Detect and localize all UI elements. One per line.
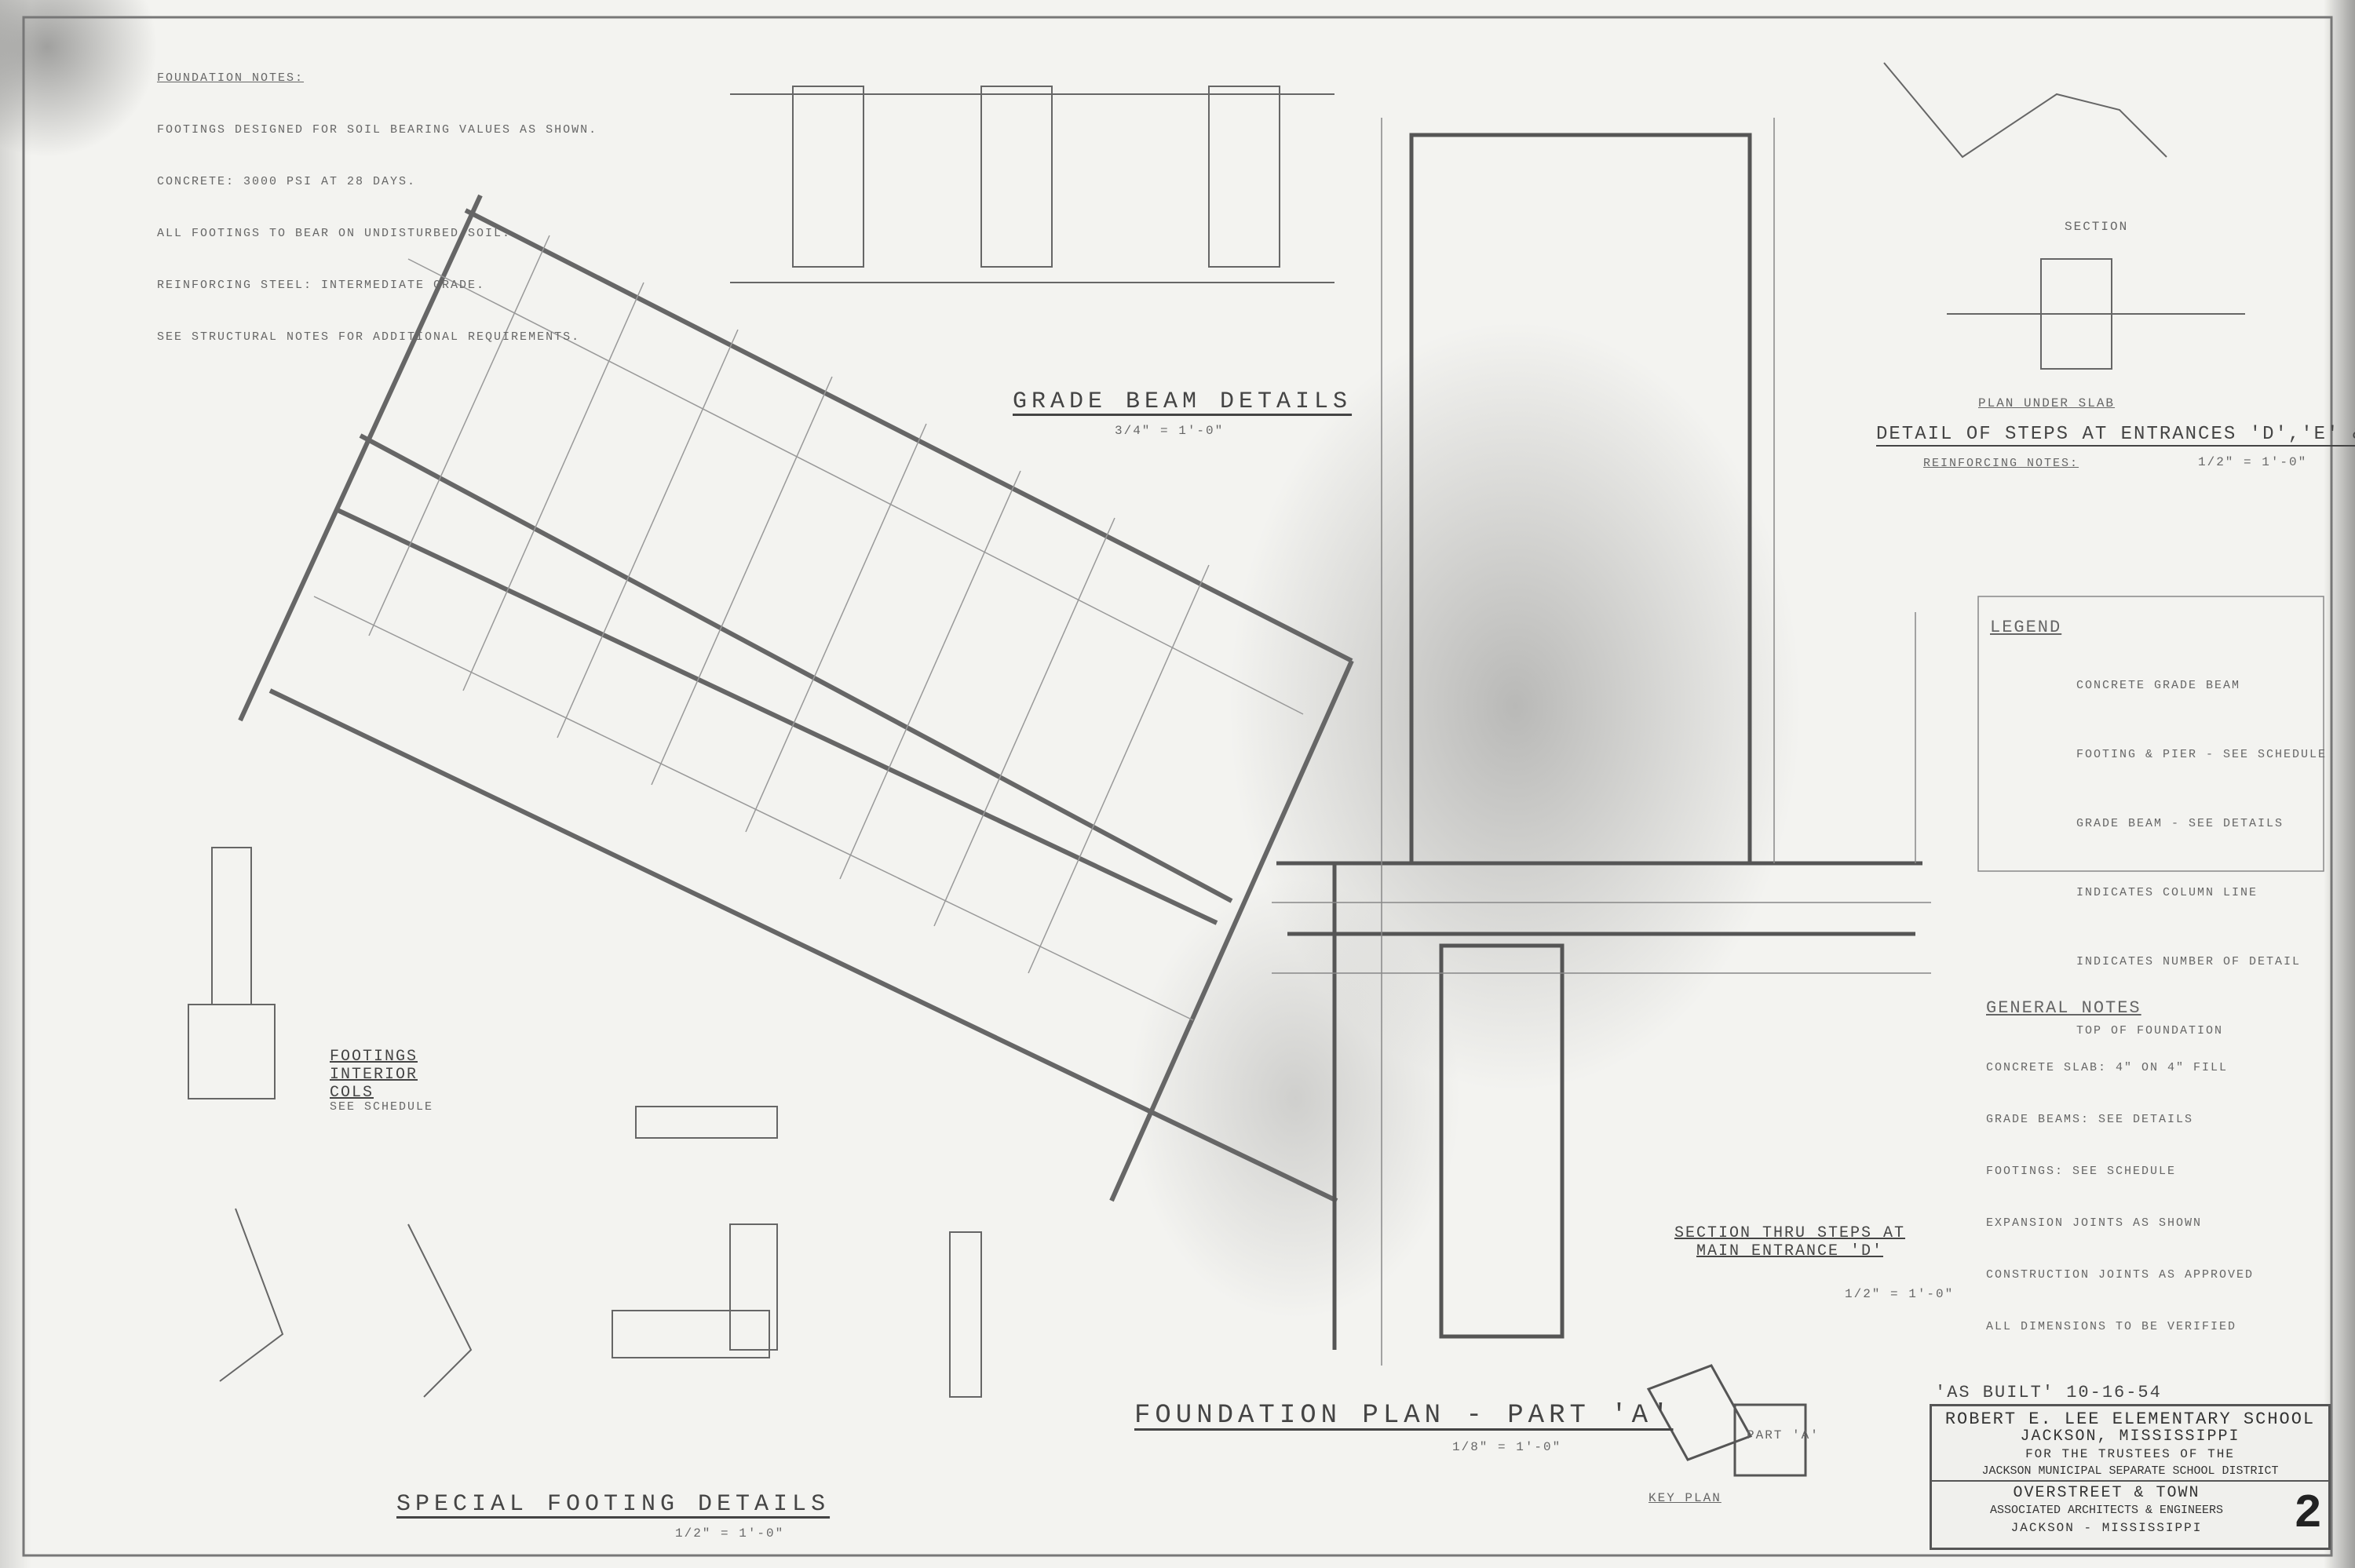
foundation-plan-scale: 1/8" = 1'-0" [1452, 1440, 1562, 1454]
note-line: ALL DIMENSIONS TO BE VERIFIED [1986, 1320, 2237, 1333]
diagonal-column-lines [313, 235, 1304, 1021]
special-footing-details-title: SPECIAL FOOTING DETAILS [396, 1491, 831, 1518]
legend-box [1977, 596, 2324, 872]
sheet-border [22, 16, 2333, 1557]
steps-detail-drawing [1883, 62, 2245, 370]
note-line: FOOTINGS: SEE SCHEDULE [1986, 1165, 2177, 1178]
footings-interior-title: FOOTINGS INTERIOR COLS [330, 1048, 418, 1102]
note-line: EXPANSION JOINTS AS SHOWN [1986, 1216, 2203, 1230]
grade-beam-scale: 3/4" = 1'-0" [1115, 424, 1225, 438]
note-line: ALL FOOTINGS TO BEAR ON UNDISTURBED SOIL… [157, 227, 512, 240]
special-footing-scale: 1/2" = 1'-0" [675, 1526, 785, 1541]
legend-item: INDICATES COLUMN LINE [2076, 886, 2258, 899]
main-wing-dimension-lines [1272, 118, 1931, 1366]
legend-item: FOOTING & PIER - SEE SCHEDULE [2076, 748, 2328, 761]
legend-item: GRADE BEAM - SEE DETAILS [2076, 817, 2284, 830]
section-thru-steps-scale: 1/2" = 1'-0" [1845, 1287, 1955, 1301]
client-prefix: FOR THE TRUSTEES OF THE [2025, 1447, 2235, 1461]
general-notes: GENERAL NOTES CONCRETE SLAB: 4" ON 4" FI… [1986, 965, 2331, 1353]
grade-beam-details-title: GRADE BEAM DETAILS [1013, 388, 1353, 415]
note-line: CONCRETE SLAB: 4" ON 4" FILL [1986, 1061, 2229, 1074]
foundation-plan-title: FOUNDATION PLAN - PART 'A' [1134, 1401, 1674, 1431]
sheet-number: 2 [2293, 1488, 2322, 1541]
main-wing-grade-beams [1276, 133, 1922, 1350]
steps-detail-title: DETAIL OF STEPS AT ENTRANCES 'D','E' & '… [1876, 424, 2355, 445]
firm-name: OVERSTREET & TOWN [2013, 1484, 2200, 1502]
firm-city: JACKSON - MISSISSIPPI [2010, 1521, 2203, 1535]
project-location: JACKSON, MISSISSIPPI [2020, 1428, 2240, 1446]
diagonal-grade-beams [238, 194, 1354, 1203]
key-plan-part-label: PART 'A' [1747, 1428, 1820, 1442]
reinforcing-notes-heading: REINFORCING NOTES: [1923, 457, 2079, 470]
client-name: JACKSON MUNICIPAL SEPARATE SCHOOL DISTRI… [1932, 1463, 2328, 1482]
note-line: GRADE BEAMS: SEE DETAILS [1986, 1113, 2194, 1126]
title-block: ROBERT E. LEE ELEMENTARY SCHOOL JACKSON,… [1930, 1404, 2331, 1550]
legend: LEGEND CONCRETE GRADE BEAM FOOTING & PIE… [1990, 585, 2328, 1057]
legend-heading: LEGEND [1990, 618, 2062, 637]
note-line: CONCRETE: 3000 PSI AT 28 DAYS. [157, 175, 417, 188]
grade-beam-detail-sections [730, 86, 1334, 283]
legend-item: TOP OF FOUNDATION [2076, 1024, 2224, 1037]
as-built-stamp: 'AS BUILT' 10-16-54 [1935, 1383, 2162, 1402]
project-name: ROBERT E. LEE ELEMENTARY SCHOOL [1944, 1409, 2316, 1429]
section-thru-steps-title: SECTION THRU STEPS AT MAIN ENTRANCE 'D' [1674, 1224, 1906, 1260]
footing-detail-drawings [188, 847, 982, 1398]
section-label: SECTION [2065, 220, 2129, 234]
footings-interior-note: SEE SCHEDULE [330, 1100, 434, 1114]
steps-detail-scale: 1/2" = 1'-0" [2198, 455, 2308, 469]
note-line: REINFORCING STEEL: INTERMEDIATE GRADE. [157, 279, 486, 292]
firm-subtitle: ASSOCIATED ARCHITECTS & ENGINEERS [1989, 1504, 2224, 1517]
note-line: SEE STRUCTURAL NOTES FOR ADDITIONAL REQU… [157, 330, 581, 344]
note-line: FOOTINGS DESIGNED FOR SOIL BEARING VALUE… [157, 123, 598, 137]
key-plan-title: KEY PLAN [1648, 1491, 1722, 1505]
legend-item: CONCRETE GRADE BEAM [2076, 679, 2241, 692]
foundation-notes-heading: FOUNDATION NOTES: [157, 71, 305, 85]
key-plan-drawing [1646, 1364, 1807, 1477]
foundation-notes: FOUNDATION NOTES: FOOTINGS DESIGNED FOR … [157, 35, 597, 363]
note-line: CONSTRUCTION JOINTS AS APPROVED [1986, 1268, 2255, 1282]
plan-under-slab-label: PLAN UNDER SLAB [1978, 396, 2116, 410]
general-notes-heading: GENERAL NOTES [1986, 998, 2141, 1018]
legend-item: INDICATES NUMBER OF DETAIL [2076, 955, 2302, 968]
